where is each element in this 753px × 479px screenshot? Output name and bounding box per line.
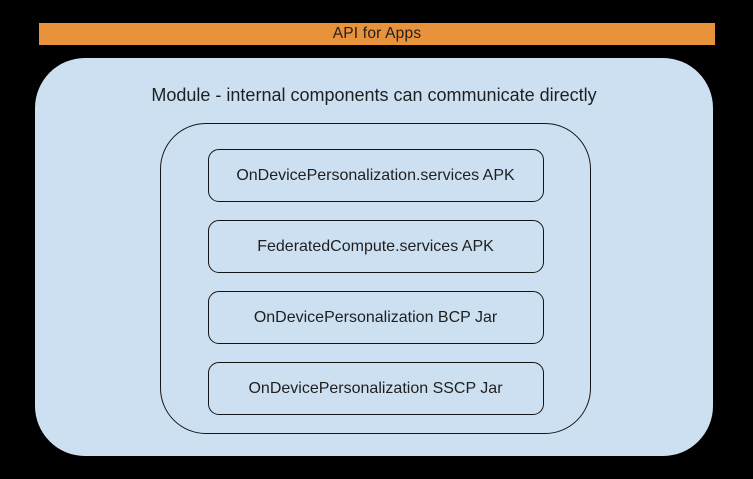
component-box-ondevicepersonalization-services-apk: OnDevicePersonalization.services APK — [207, 149, 544, 202]
component-box-federatedcompute-services-apk: FederatedCompute.services APK — [207, 220, 544, 273]
module-inner-group: OnDevicePersonalization.services APK Fed… — [160, 123, 591, 434]
component-label: OnDevicePersonalization.services APK — [236, 166, 515, 184]
component-box-ondevicepersonalization-sscp-jar: OnDevicePersonalization SSCP Jar — [207, 362, 544, 415]
api-for-apps-label: API for Apps — [332, 25, 422, 42]
api-for-apps-banner: API for Apps — [39, 23, 715, 45]
component-box-ondevicepersonalization-bcp-jar: OnDevicePersonalization BCP Jar — [207, 291, 544, 344]
component-label: OnDevicePersonalization BCP Jar — [253, 308, 498, 326]
module-container: Module - internal components can communi… — [35, 58, 713, 456]
component-label: FederatedCompute.services APK — [257, 237, 494, 255]
component-label: OnDevicePersonalization SSCP Jar — [248, 379, 503, 397]
module-title: Module - internal components can communi… — [151, 85, 597, 105]
